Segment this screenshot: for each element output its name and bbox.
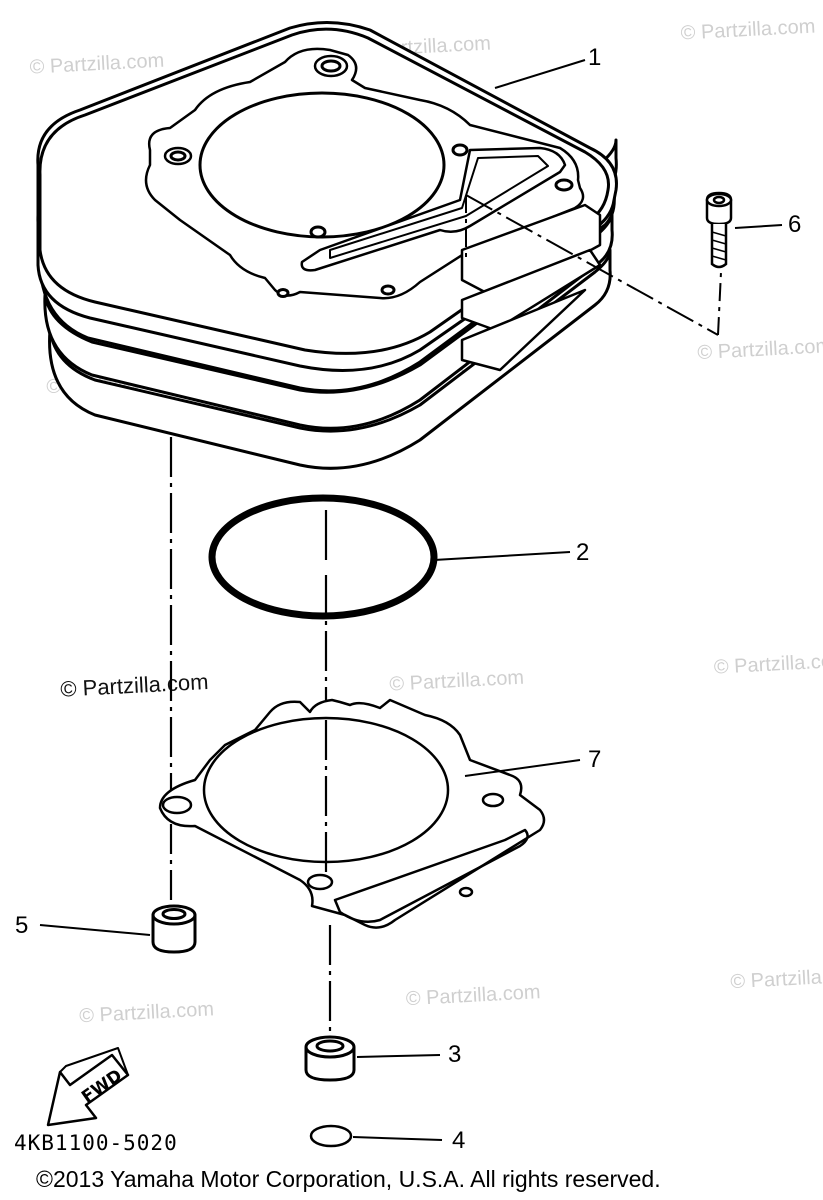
cylinder-part[interactable] (36, 21, 618, 470)
watermark: © Partzilla.com (79, 998, 215, 1027)
bolt-part[interactable] (705, 191, 733, 269)
cylinder-gasket-part[interactable] (158, 698, 546, 929)
watermark: © Partzilla.com (730, 964, 823, 993)
dowel-pin-part[interactable] (151, 904, 197, 954)
copyright-text: ©2013 Yamaha Motor Corporation, U.S.A. A… (36, 1166, 661, 1192)
alignment-lines (169, 437, 332, 1040)
callout-7: 7 (588, 746, 601, 773)
callout-6: 6 (788, 211, 801, 238)
forward-arrow-icon: FWD (46, 1047, 130, 1127)
o-ring-part[interactable] (208, 494, 438, 620)
callout-4: 4 (452, 1127, 465, 1154)
dowel-pin-part-2[interactable] (304, 1035, 356, 1082)
callout-2: 2 (576, 539, 589, 566)
watermark: © Partzilla.com (680, 15, 816, 44)
watermark: © Partzilla.com (697, 335, 823, 364)
callout-1: 1 (588, 44, 601, 71)
watermark: © Partzilla.com (389, 667, 525, 696)
diagram-code: 4KB1100-5020 (14, 1131, 178, 1155)
leader-lines (39, 59, 783, 1141)
watermark: © Partzilla.com (29, 50, 165, 79)
watermark-dark: © Partzilla.com (60, 669, 209, 702)
callout-3: 3 (448, 1041, 461, 1068)
callout-5: 5 (15, 912, 28, 939)
watermark: © Partzilla.com (405, 981, 541, 1010)
assembly-line (465, 194, 722, 336)
small-o-ring-part[interactable] (309, 1124, 353, 1148)
watermark: © Partzilla.com (713, 650, 823, 679)
